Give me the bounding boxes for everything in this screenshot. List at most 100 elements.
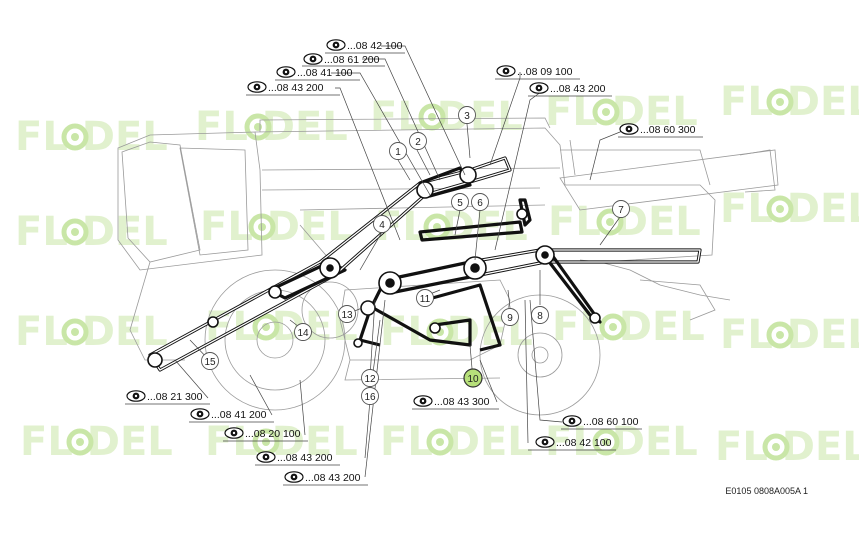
pulley — [516, 208, 528, 220]
reference-text: ...08 20 100 — [245, 428, 301, 440]
pulley — [268, 285, 282, 299]
reference-r9[interactable]: ...08 41 200 — [189, 408, 274, 423]
callout-3[interactable]: 3 — [458, 106, 476, 124]
eye-icon — [284, 471, 304, 483]
reference-r11[interactable]: ...08 43 200 — [255, 451, 340, 466]
reference-text: ...08 43 300 — [434, 396, 490, 408]
reference-text: ...08 41 100 — [297, 67, 353, 79]
callout-label: 13 — [341, 310, 353, 321]
eye-icon — [224, 427, 244, 439]
watermark-text: FL DEL — [552, 304, 705, 350]
reference-text: ...08 43 200 — [268, 82, 324, 94]
reference-r14[interactable]: ...08 60 100 — [561, 415, 642, 430]
reference-text: ...08 09 100 — [517, 66, 573, 78]
eye-icon — [619, 123, 639, 135]
callout-8[interactable]: 8 — [531, 306, 549, 324]
reference-text: ...08 60 300 — [640, 124, 696, 136]
eye-icon — [562, 415, 582, 427]
callout-label: 11 — [420, 294, 431, 305]
eye-icon — [256, 451, 276, 463]
callout-label: 10 — [467, 374, 479, 385]
reference-text: ...08 43 200 — [305, 472, 361, 484]
reference-r15[interactable]: ...08 42 100 — [528, 436, 616, 451]
callout-1[interactable]: 1 — [389, 142, 407, 160]
callout-7[interactable]: 7 — [612, 200, 630, 218]
callout-16[interactable]: 16 — [361, 387, 379, 405]
callout-10[interactable]: 10 — [463, 368, 483, 388]
pulley — [360, 300, 376, 316]
eye-icon — [326, 39, 346, 51]
watermark-layer: FL DEL FL DEL FL DEL FL DEL FL DEL FL DE… — [15, 79, 859, 470]
reference-text: ...08 41 200 — [211, 409, 267, 421]
callout-15[interactable]: 15 — [201, 352, 219, 370]
eye-icon — [303, 53, 323, 65]
watermark-text: FL DEL — [20, 419, 173, 465]
pulley — [459, 166, 477, 184]
reference-r5[interactable]: ...08 09 100 — [495, 65, 580, 80]
reference-r12[interactable]: ...08 43 200 — [283, 471, 368, 486]
watermark-text: FL DEL — [200, 204, 353, 250]
eye-icon — [496, 65, 516, 77]
callout-label: 9 — [507, 313, 513, 324]
reference-r10[interactable]: ...08 20 100 — [223, 427, 308, 442]
eye-icon — [190, 408, 210, 420]
reference-text: ...08 21 300 — [147, 391, 203, 403]
callout-2[interactable]: 2 — [409, 132, 427, 150]
callout-4[interactable]: 4 — [373, 215, 391, 233]
watermark-text: FL DEL — [15, 114, 168, 160]
watermark-text: FL DEL — [15, 309, 168, 355]
callout-label: 1 — [395, 147, 401, 158]
callout-label: 8 — [537, 311, 543, 322]
callout-label: 7 — [618, 205, 624, 216]
reference-text: ...08 42 100 — [556, 437, 612, 449]
eye-icon — [276, 66, 296, 78]
callout-label: 16 — [364, 392, 376, 403]
eye-icon — [413, 395, 433, 407]
reference-r13[interactable]: ...08 43 300 — [412, 395, 499, 410]
callout-label: 2 — [415, 137, 421, 148]
callouts: 1 2 3 4 5 6 7 8 9 10 11 12 13 14 15 16 — [201, 106, 630, 405]
reference-text: ...08 42 100 — [347, 40, 403, 52]
eye-icon — [535, 436, 555, 448]
reference-text: ...08 43 200 — [277, 452, 333, 464]
callout-label: 4 — [379, 220, 385, 231]
callout-14[interactable]: 14 — [294, 323, 312, 341]
reference-r8[interactable]: ...08 21 300 — [125, 390, 210, 405]
pulley — [589, 312, 601, 324]
pulley — [207, 316, 219, 328]
reference-r6[interactable]: ...08 43 200 — [528, 82, 612, 97]
reference-r2[interactable]: ...08 61 200 — [302, 53, 385, 67]
reference-r7[interactable]: ...08 60 300 — [618, 123, 703, 138]
eye-icon — [126, 390, 146, 402]
reference-r3[interactable]: ...08 41 100 — [275, 66, 360, 81]
callout-label: 6 — [477, 198, 483, 209]
reference-labels: ...08 42 100 ...08 61 200 ...08 41 100 .… — [125, 39, 703, 486]
pulley — [429, 322, 441, 334]
eye-icon — [247, 81, 267, 93]
front-wheel — [204, 269, 346, 411]
callout-9[interactable]: 9 — [501, 308, 519, 326]
callout-5[interactable]: 5 — [451, 193, 469, 211]
callout-12[interactable]: 12 — [361, 369, 379, 387]
watermark-text: FL DEL — [15, 209, 168, 255]
watermark-text: FL DEL — [205, 419, 358, 465]
reference-r1[interactable]: ...08 42 100 — [325, 39, 405, 54]
callout-label: 15 — [204, 357, 216, 368]
watermark-text: FL DEL — [375, 204, 528, 250]
pulley — [147, 352, 163, 368]
reference-r4[interactable]: ...08 43 200 — [246, 81, 340, 96]
callout-label: 12 — [364, 374, 376, 385]
pulley — [353, 338, 363, 348]
pulleys — [147, 166, 601, 368]
callout-13[interactable]: 13 — [338, 305, 356, 323]
callout-6[interactable]: 6 — [471, 193, 489, 211]
callout-label: 14 — [297, 328, 309, 339]
callout-11[interactable]: 11 — [416, 289, 434, 307]
document-code: E0105 0808A005A 1 — [725, 486, 808, 496]
reference-text: ...08 60 100 — [583, 416, 639, 428]
watermark-text: FL DEL — [370, 94, 523, 140]
pulley — [416, 181, 434, 199]
watermark-text: FL DEL — [380, 419, 533, 465]
reference-text: ...08 61 200 — [324, 54, 380, 66]
